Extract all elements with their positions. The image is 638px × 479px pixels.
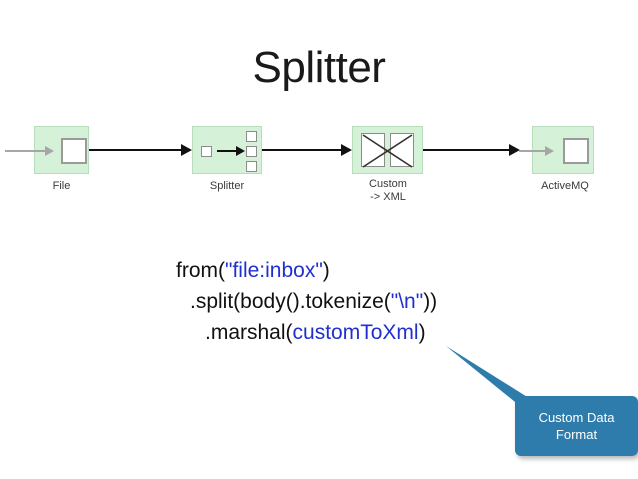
code-line: .split(body().tokenize("\n")) <box>0 286 638 317</box>
diagram-node-label-splitter: Splitter <box>209 180 245 192</box>
code-snippet: from("file:inbox") .split(body().tokeniz… <box>0 255 638 348</box>
splitter-icon-output-2 <box>246 146 257 157</box>
diagram-node-activemq[interactable] <box>519 126 594 174</box>
code-token: .marshal( <box>205 321 293 344</box>
code-token: )) <box>423 290 438 313</box>
endpoint-icon <box>563 138 589 164</box>
diagram-node-splitter[interactable] <box>192 126 262 174</box>
code-token: .split(body().tokenize( <box>190 290 391 313</box>
connector-arrowhead-custom-to-activemq <box>509 144 520 156</box>
splitter-icon-arrowhead <box>236 146 245 156</box>
inbound-arrowhead-activemq <box>545 146 554 156</box>
splitter-icon-output-3 <box>246 161 257 172</box>
code-line: from("file:inbox") <box>0 255 638 286</box>
code-token-highlight: customToXml <box>292 321 419 344</box>
code-token-highlight: "file:inbox" <box>225 259 323 282</box>
page-title: Splitter <box>252 43 386 92</box>
code-token-highlight: "\n" <box>390 290 424 313</box>
code-line: .marshal(customToXml) <box>0 317 638 348</box>
diagram-node-label-activemq: ActiveMQ <box>541 180 589 192</box>
connector-splitter-to-custom <box>262 149 341 151</box>
connector-arrowhead-splitter-to-custom <box>341 144 352 156</box>
splitter-icon-output-1 <box>246 131 257 142</box>
splitter-icon-input <box>201 146 212 157</box>
diagram-node-label-file: File <box>52 180 71 192</box>
inbound-arrowhead-file <box>45 146 54 156</box>
code-token: from( <box>176 259 225 282</box>
route-diagram: File Splitter Custom -> XML ActiveMQ <box>0 118 638 214</box>
callout-pointer <box>446 346 532 406</box>
message-translator-icon <box>362 134 413 168</box>
endpoint-icon <box>61 138 87 164</box>
diagram-node-label-custom-xml: Custom -> XML <box>369 178 407 203</box>
code-token: ) <box>418 321 426 344</box>
inbound-line-activemq <box>519 150 545 152</box>
code-token: ) <box>322 259 330 282</box>
connector-arrowhead-file-to-splitter <box>181 144 192 156</box>
diagram-node-file[interactable] <box>5 126 89 174</box>
connector-custom-to-activemq <box>423 149 509 151</box>
splitter-icon-arrow-line <box>217 150 236 152</box>
inbound-line-file <box>5 150 45 152</box>
diagram-node-custom-xml[interactable] <box>352 126 423 174</box>
connector-file-to-splitter <box>89 149 181 151</box>
callout-custom-data-format[interactable]: Custom Data Format <box>515 396 638 456</box>
